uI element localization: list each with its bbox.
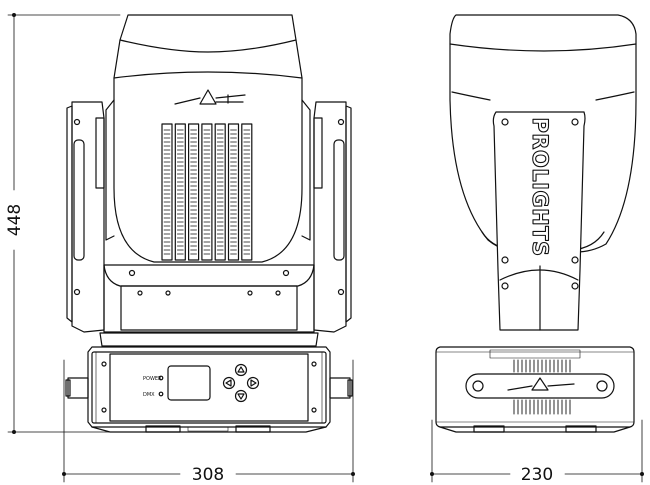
side-vents xyxy=(513,359,571,415)
front-view: POWER DMX xyxy=(65,14,353,433)
side-depth-value: 230 xyxy=(521,465,553,485)
vent-column xyxy=(188,123,200,261)
power-indicator-label: POWER xyxy=(143,376,162,382)
height-dimension: 448 xyxy=(5,13,121,434)
vent-column xyxy=(227,123,240,261)
base xyxy=(65,346,353,433)
vent-column xyxy=(161,123,173,261)
prolights-emblem xyxy=(174,89,246,105)
lower-body xyxy=(99,264,319,347)
vent-column xyxy=(241,123,253,261)
yoke-arm-left xyxy=(66,101,105,333)
side-yoke-arm: PROLIGHTS xyxy=(492,111,586,331)
vent-column xyxy=(201,123,213,261)
button-left[interactable] xyxy=(222,376,236,390)
power-led xyxy=(158,375,164,381)
moving-head xyxy=(105,14,311,263)
carry-handle xyxy=(465,373,615,399)
height-value: 448 xyxy=(5,204,25,236)
vent-column xyxy=(174,123,186,261)
side-base xyxy=(435,346,635,433)
dmx-led xyxy=(158,391,164,397)
yoke-arm-right xyxy=(313,101,352,333)
front-width-value: 308 xyxy=(192,465,224,485)
button-right[interactable] xyxy=(246,376,260,390)
side-view: PROLIGHTS xyxy=(435,14,637,433)
button-up[interactable] xyxy=(234,363,248,377)
brand-logo: PROLIGHTS xyxy=(528,117,552,256)
side-depth-dimension: 230 xyxy=(430,419,644,485)
vent-column xyxy=(214,123,226,261)
cooling-vents xyxy=(161,123,253,261)
dmx-indicator-label: DMX xyxy=(143,392,155,398)
lcd-display xyxy=(167,365,211,401)
button-down[interactable] xyxy=(234,389,248,403)
control-panel: POWER DMX xyxy=(143,363,260,403)
front-width-dimension: 308 xyxy=(62,359,355,485)
